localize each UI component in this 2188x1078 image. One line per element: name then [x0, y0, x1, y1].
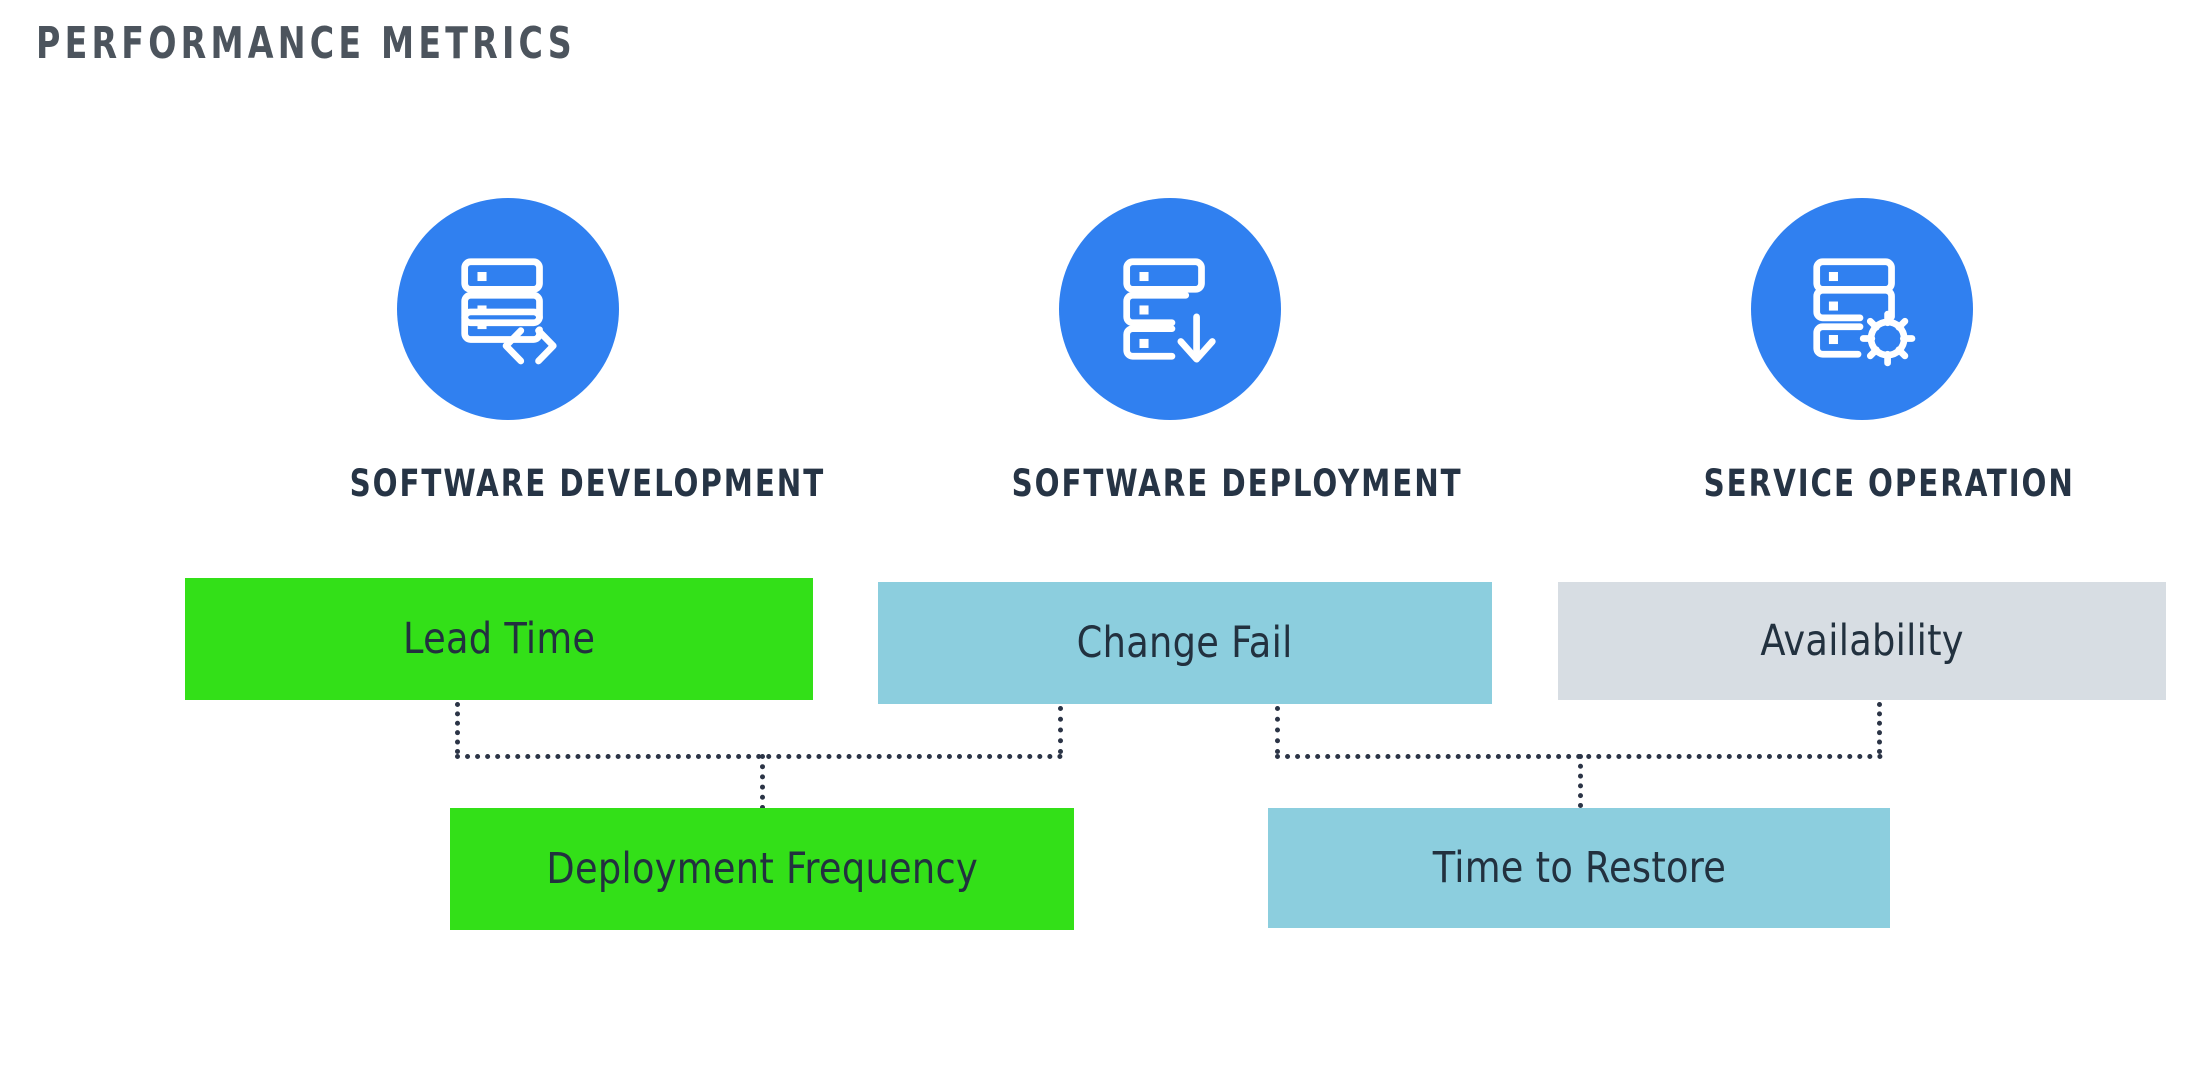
- metric-bar-time-to-restore[interactable]: Time to Restore: [1268, 808, 1890, 928]
- metric-label-time-to-restore: Time to Restore: [1432, 843, 1726, 893]
- metric-bar-lead-time[interactable]: Lead Time: [185, 578, 813, 700]
- column-software-development: SOFTWARE DEVELOPMENT: [328, 198, 826, 505]
- server-gear-icon: [1751, 198, 1973, 420]
- connector-time-to-restore-up: [1578, 754, 1583, 808]
- metric-label-change-fail: Change Fail: [1077, 618, 1293, 668]
- column-label-software-development: SOFTWARE DEVELOPMENT: [349, 462, 826, 505]
- metric-label-lead-time: Lead Time: [402, 614, 596, 664]
- page-title: PERFORMANCE METRICS: [36, 18, 576, 69]
- column-software-deployment: SOFTWARE DEPLOYMENT: [990, 198, 1463, 505]
- connector-deployment-frequency-up: [760, 754, 765, 810]
- column-label-software-deployment: SOFTWARE DEPLOYMENT: [1011, 462, 1463, 505]
- connector-change-fail-down-right: [1275, 706, 1280, 754]
- metric-bar-availability[interactable]: Availability: [1558, 582, 2166, 700]
- metric-bar-deployment-frequency[interactable]: Deployment Frequency: [450, 808, 1074, 930]
- metric-bar-change-fail[interactable]: Change Fail: [878, 582, 1492, 704]
- metric-label-deployment-frequency: Deployment Frequency: [546, 844, 978, 894]
- connector-availability-down: [1877, 702, 1882, 754]
- connector-change-fail-down-left: [1058, 706, 1063, 754]
- column-service-operation: SERVICE OPERATION: [1682, 198, 2075, 505]
- connector-lead-time-down: [455, 702, 460, 754]
- connector-horizontal-left: [455, 754, 1063, 759]
- column-label-service-operation: SERVICE OPERATION: [1703, 462, 2075, 505]
- server-download-arrow-icon: [1059, 198, 1281, 420]
- four-key-metrics-bracket: FOUR KEY METRICS: [0, 960, 2188, 1070]
- server-code-icon: [397, 198, 619, 420]
- metric-label-availability: Availability: [1760, 616, 1964, 666]
